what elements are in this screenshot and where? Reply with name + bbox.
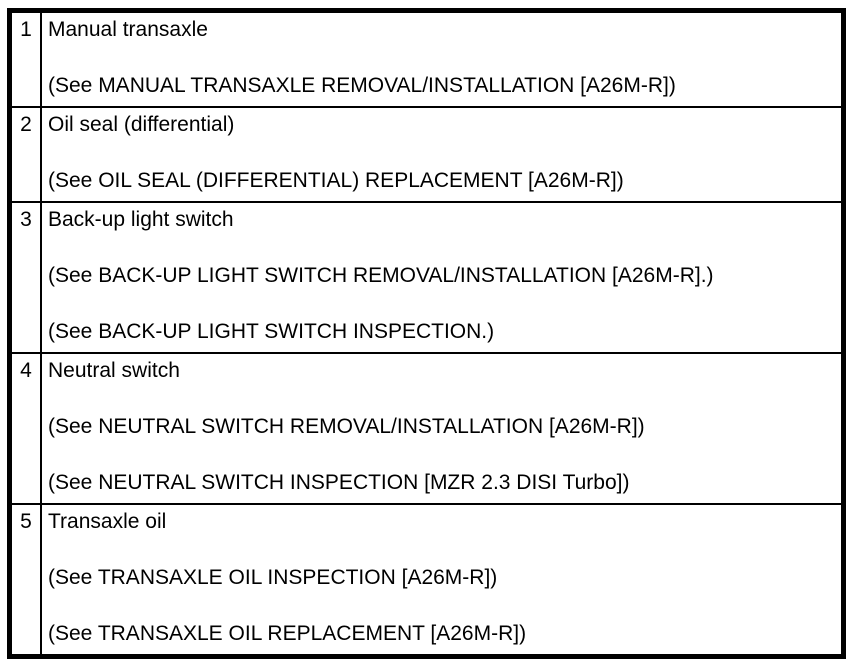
item-see-reference: (See NEUTRAL SWITCH INSPECTION [MZR 2.3 …: [48, 471, 630, 494]
item-see-reference: (See BACK-UP LIGHT SWITCH INSPECTION.): [48, 320, 495, 343]
item-title: Manual transaxle: [48, 18, 208, 41]
item-title: Oil seal (differential): [48, 113, 235, 136]
item-number: 5: [8, 503, 42, 658]
item-see-reference: (See MANUAL TRANSAXLE REMOVAL/INSTALLATI…: [48, 74, 676, 97]
item-description: Oil seal (differential) (See OIL SEAL (DI…: [40, 106, 845, 203]
table-row: 1 Manual transaxle (See MANUAL TRANSAXLE …: [8, 9, 845, 108]
item-see-reference: (See TRANSAXLE OIL REPLACEMENT [A26M-R]): [48, 622, 527, 645]
parts-table-body: 1 Manual transaxle (See MANUAL TRANSAXLE …: [8, 9, 845, 658]
item-number: 3: [8, 201, 42, 354]
item-number: 1: [8, 9, 42, 108]
item-description: Manual transaxle (See MANUAL TRANSAXLE RE…: [40, 9, 845, 108]
item-see-reference: (See NEUTRAL SWITCH REMOVAL/INSTALLATION…: [48, 415, 645, 438]
item-number: 4: [8, 352, 42, 505]
item-title: Neutral switch: [48, 359, 180, 382]
item-description: Back-up light switch (See BACK-UP LIGHT S…: [40, 201, 845, 354]
item-see-reference: (See OIL SEAL (DIFFERENTIAL) REPLACEMENT…: [48, 169, 624, 192]
table-row: 5 Transaxle oil (See TRANSAXLE OIL INSPEC…: [8, 503, 845, 658]
item-see-reference: (See TRANSAXLE OIL INSPECTION [A26M-R]): [48, 566, 498, 589]
table-row: 3 Back-up light switch (See BACK-UP LIGHT…: [8, 201, 845, 354]
item-see-reference: (See BACK-UP LIGHT SWITCH REMOVAL/INSTAL…: [48, 264, 714, 287]
item-title: Transaxle oil: [48, 510, 167, 533]
parts-legend-table: 1 Manual transaxle (See MANUAL TRANSAXLE …: [7, 8, 846, 659]
item-description: Neutral switch (See NEUTRAL SWITCH REMOVA…: [40, 352, 845, 505]
table-row: 4 Neutral switch (See NEUTRAL SWITCH REMO…: [8, 352, 845, 505]
item-number: 2: [8, 106, 42, 203]
item-title: Back-up light switch: [48, 208, 234, 231]
item-description: Transaxle oil (See TRANSAXLE OIL INSPECTI…: [40, 503, 845, 658]
table-row: 2 Oil seal (differential) (See OIL SEAL (…: [8, 106, 845, 203]
